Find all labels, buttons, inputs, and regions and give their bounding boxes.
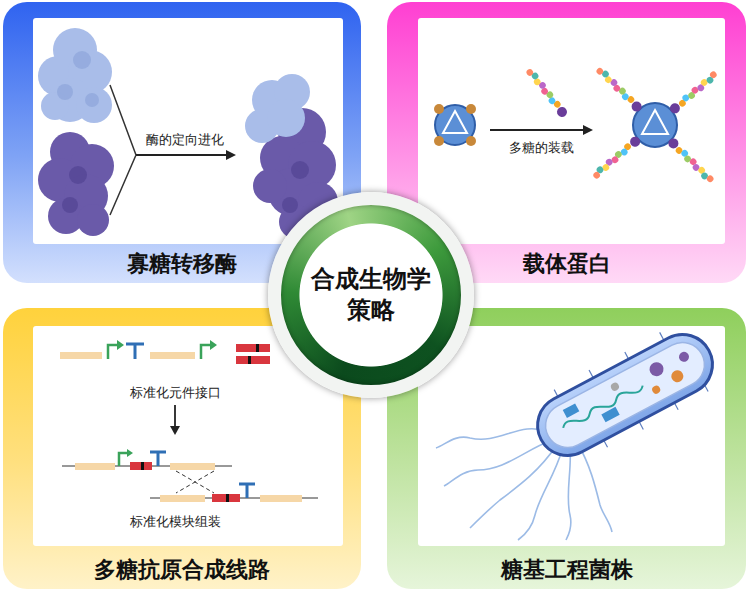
panel-title: 寡糖转移酶 xyxy=(127,247,237,281)
enzyme-evolution-part-part xyxy=(282,197,298,213)
enzyme-evolution-part-part xyxy=(85,93,99,107)
carrier-loading-part xyxy=(466,104,476,114)
bacterium-part-part xyxy=(651,384,662,395)
genetic-circuit-part xyxy=(170,426,180,435)
enzyme-evolution-part-part xyxy=(291,161,309,179)
illustration-label: 标准化元件接口 xyxy=(130,384,221,401)
enzyme-evolution-part-part xyxy=(253,169,287,203)
center-title: 合成生物学 策略 xyxy=(306,264,436,326)
enzyme-evolution-part-part xyxy=(77,204,109,236)
carrier-loading-part xyxy=(642,110,668,134)
genetic-circuit-part xyxy=(212,494,240,502)
genetic-circuit-part xyxy=(119,453,127,466)
bacterium-part-part xyxy=(647,360,666,379)
genetic-circuit-part xyxy=(150,352,195,359)
bacterium-part-part xyxy=(470,446,556,528)
genetic-circuit-part xyxy=(226,494,229,502)
genetic-circuit-part xyxy=(117,340,124,350)
bacterium-part-part xyxy=(518,450,562,540)
genetic-circuit-part xyxy=(141,462,144,470)
enzyme-evolution-part xyxy=(38,28,112,123)
genetic-circuit-part xyxy=(150,452,166,466)
carrier-loading-part xyxy=(435,105,475,145)
carrier-loading-part xyxy=(595,65,644,114)
genetic-circuit-part xyxy=(239,484,255,498)
panel-backgrounds-part xyxy=(418,326,725,546)
genetic-circuit-part xyxy=(60,352,102,359)
carrier-loading-part xyxy=(466,136,476,146)
panel-title: 多糖抗原合成线路 xyxy=(94,553,270,587)
genetic-circuit-part xyxy=(108,345,117,359)
genetic-circuit-part xyxy=(236,356,270,364)
carrier-loading-part xyxy=(490,129,585,131)
enzyme-evolution xyxy=(38,28,338,239)
genetic-circuit-part xyxy=(127,449,133,457)
bacterium-part-part xyxy=(601,407,619,422)
panel-title: 糖基工程菌株 xyxy=(501,553,633,587)
bacterium-part-part xyxy=(527,324,723,466)
bacterium-part-part xyxy=(566,448,571,540)
genetic-circuit-part xyxy=(210,340,217,350)
bacterium-part-part xyxy=(578,444,612,532)
enzyme-evolution-part xyxy=(57,51,99,107)
enzyme-evolution-part xyxy=(136,154,228,156)
bacterium-part-part xyxy=(538,335,712,456)
bacterium-part-part xyxy=(669,368,685,384)
carrier-loading-part xyxy=(443,111,467,133)
enzyme-evolution-part-part xyxy=(69,166,87,184)
genetic-circuit-part xyxy=(236,344,270,352)
enzyme-evolution-part xyxy=(110,85,136,215)
enzyme-evolution-part xyxy=(38,132,114,236)
enzyme-evolution-part xyxy=(282,161,309,213)
bacterium xyxy=(436,316,727,540)
bacterium-part-part xyxy=(677,350,691,364)
carrier-loading-part xyxy=(666,136,715,185)
carrier-loading-part xyxy=(668,70,720,116)
genetic-circuit-part xyxy=(126,344,144,359)
genetic-circuit xyxy=(60,340,318,502)
genetic-circuit-part xyxy=(248,356,251,364)
bacterium-part-part xyxy=(610,381,621,392)
genetic-circuit-part xyxy=(170,463,215,470)
genetic-circuit-part xyxy=(260,495,302,502)
carrier-loading-part xyxy=(525,66,569,119)
enzyme-evolution-part-part xyxy=(76,87,112,123)
panel-backgrounds xyxy=(3,2,746,589)
illustration-label: 酶的定向进化 xyxy=(146,131,224,148)
illustration-label: 标准化模块组装 xyxy=(130,513,221,530)
center-circle: 合成生物学 策略 xyxy=(268,192,474,398)
bacterium-part-part xyxy=(444,440,552,486)
enzyme-evolution-part-part xyxy=(57,84,73,100)
genetic-circuit-part xyxy=(174,405,176,427)
enzyme-evolution-part xyxy=(245,74,310,143)
bacterium-part xyxy=(523,316,727,474)
bacterium-part-part xyxy=(562,383,645,431)
enzyme-evolution-part xyxy=(62,166,87,213)
carrier-loading-part xyxy=(583,125,593,135)
illustration-label: 多糖的装载 xyxy=(509,139,574,156)
panel-backgrounds-part xyxy=(33,18,343,244)
genetic-circuit-part xyxy=(75,463,115,470)
genetic-circuit-part xyxy=(201,345,210,359)
enzyme-evolution-part-part xyxy=(73,51,91,69)
enzyme-evolution-part-part xyxy=(267,99,305,137)
carrier-loading-part xyxy=(434,104,444,114)
bacterium-part-part xyxy=(563,403,580,418)
carrier-loading xyxy=(434,65,720,186)
enzyme-evolution-part xyxy=(226,150,236,160)
genetic-circuit-part xyxy=(176,471,214,493)
genetic-circuit-part xyxy=(160,495,205,502)
panel-backgrounds-part xyxy=(418,18,725,244)
bacterium-part-part xyxy=(436,429,548,448)
category-panel: 糖基工程菌株 xyxy=(387,308,746,589)
enzyme-evolution-part-part xyxy=(62,197,78,213)
genetic-circuit-part xyxy=(256,344,259,352)
genetic-circuit-part xyxy=(130,462,152,470)
panel-title: 载体蛋白 xyxy=(523,247,611,281)
carrier-loading-part xyxy=(434,136,444,146)
category-panel: 多糖抗原合成线路 xyxy=(3,308,361,589)
carrier-loading-part xyxy=(590,135,642,181)
